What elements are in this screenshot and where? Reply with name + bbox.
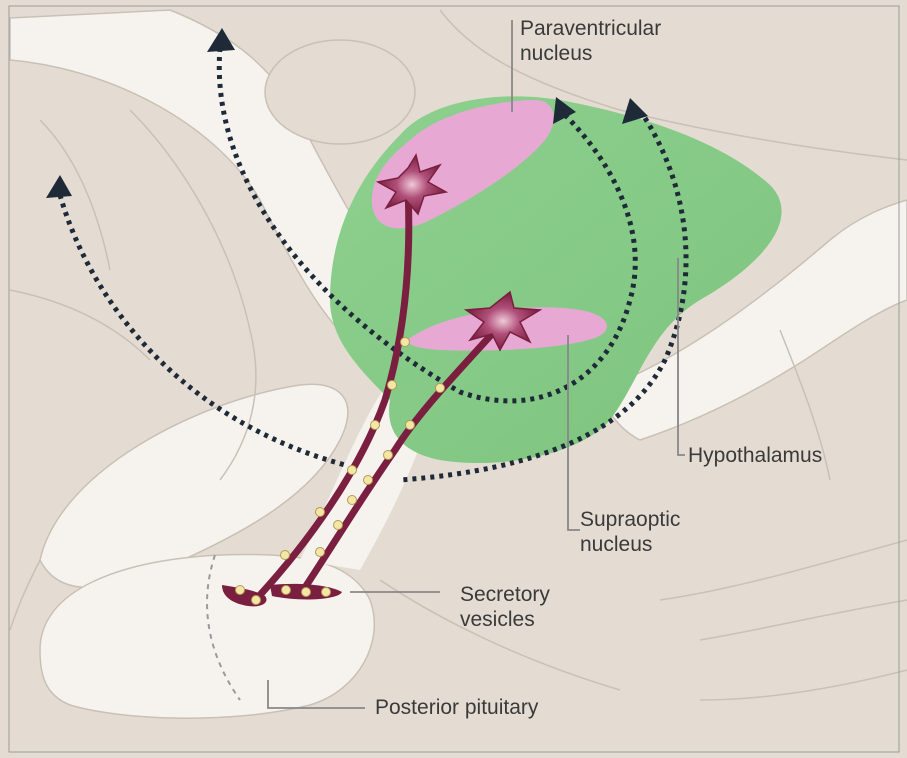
vesicle [348,466,357,475]
vesicle [388,381,397,390]
vesicle [236,586,245,595]
label-paraventricular-line1: Paraventricular [520,16,661,41]
label-supraoptic-line2: nucleus [580,532,680,557]
label-paraventricular-line2: nucleus [520,41,661,66]
label-hypothalamus: Hypothalamus [688,443,822,468]
vesicle [316,548,325,557]
vesicle [406,421,415,430]
label-secretory-vesicles: Secretory vesicles [460,582,550,632]
vesicle [334,521,343,530]
vesicle [371,421,380,430]
label-supraoptic-line1: Supraoptic [580,507,680,532]
vesicle [282,586,291,595]
vesicle [364,476,373,485]
vesicle [348,496,357,505]
label-supraoptic-nucleus: Supraoptic nucleus [580,507,680,557]
vesicle [281,551,290,560]
label-posterior-pituitary-text: Posterior pituitary [375,695,538,720]
vesicle [384,451,393,460]
label-secretory-line1: Secretory [460,582,550,607]
vesicle [401,338,410,347]
tissue-oval-top [265,40,415,144]
label-secretory-line2: vesicles [460,607,550,632]
label-paraventricular-nucleus: Paraventricular nucleus [520,16,661,66]
label-hypothalamus-text: Hypothalamus [688,443,822,468]
vesicle [436,384,445,393]
vesicle [252,596,261,605]
vesicle [322,588,331,597]
label-posterior-pituitary: Posterior pituitary [375,695,538,720]
vesicle [302,588,311,597]
vesicle [316,508,325,517]
